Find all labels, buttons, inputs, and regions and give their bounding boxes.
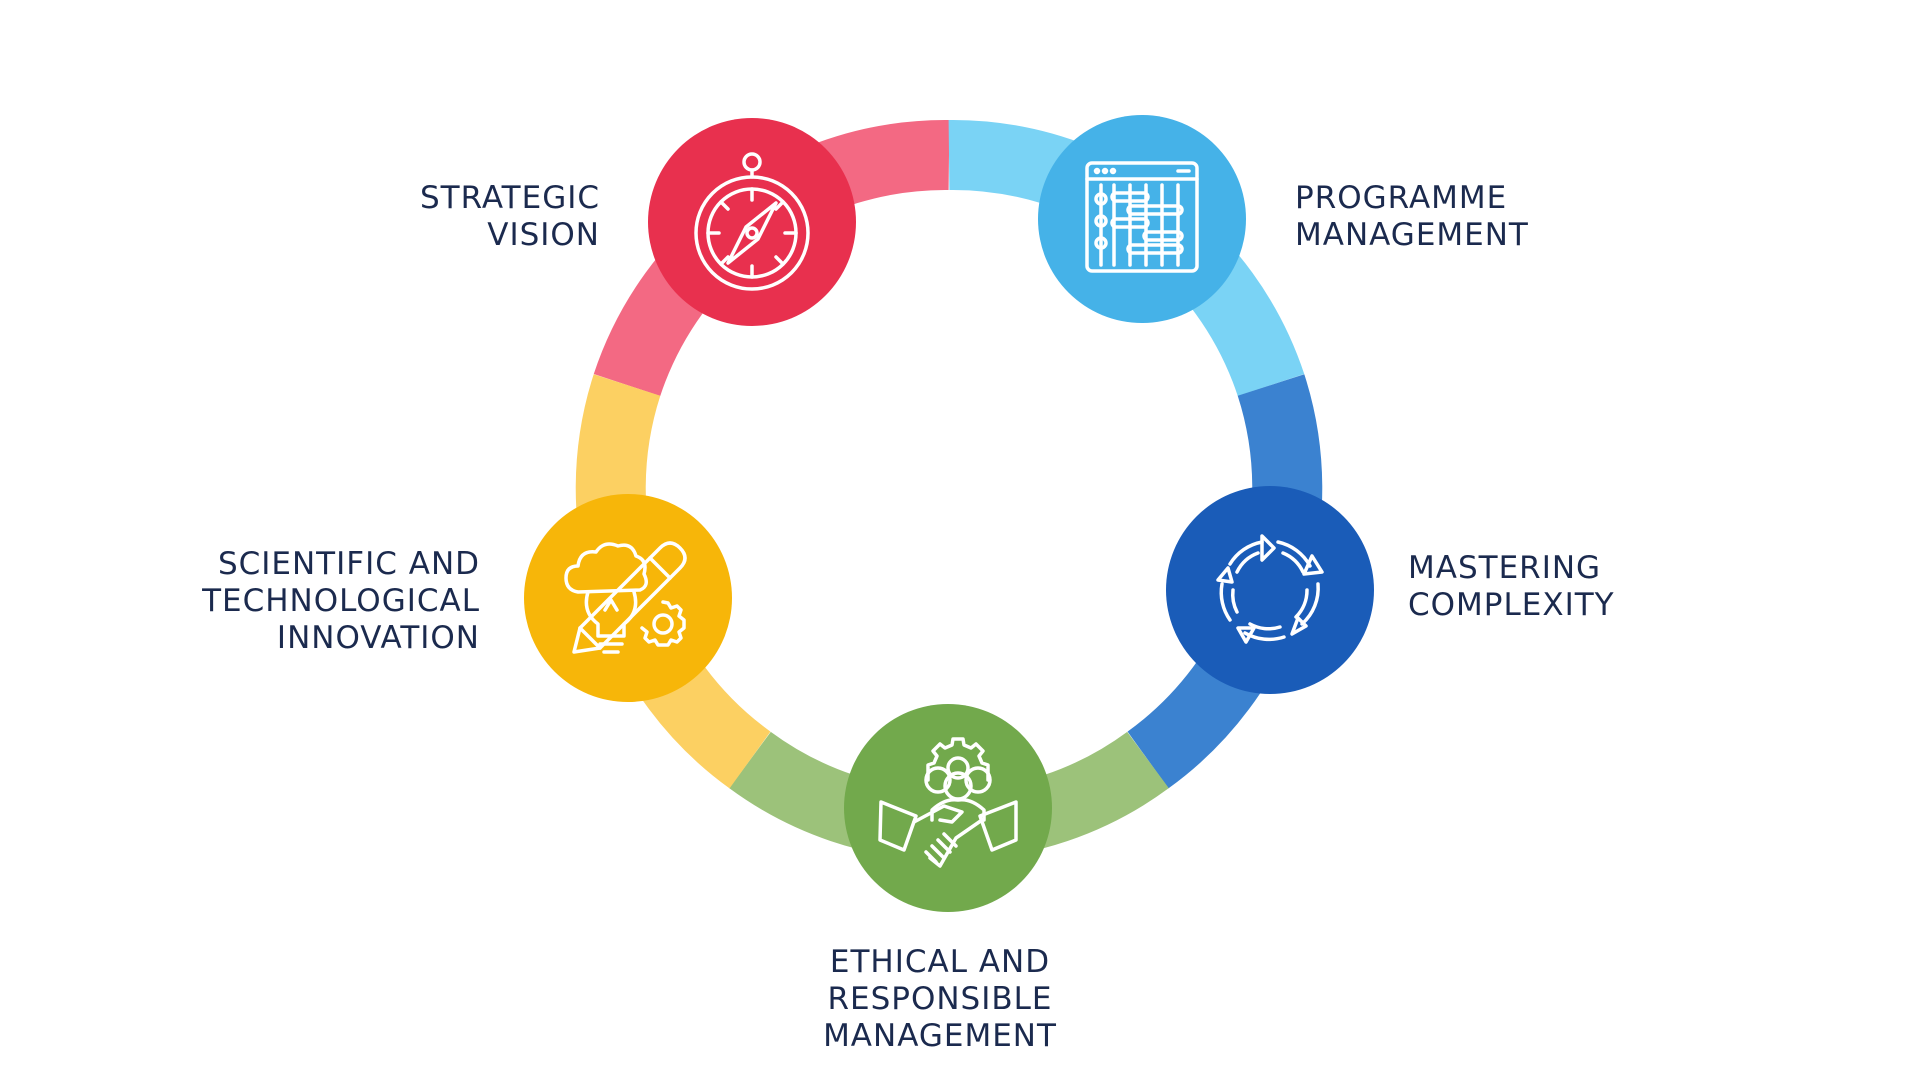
label-strategic-line-1: STRATEGIC xyxy=(419,180,600,216)
label-scientific-line-2: TECHNOLOGICAL xyxy=(202,583,480,619)
node-programme xyxy=(1038,115,1246,323)
lightbulb-pencil-gear-icon xyxy=(564,541,687,654)
label-mastering-complexity: MASTERING COMPLEXITY xyxy=(1408,550,1708,624)
label-mastering-line-1: MASTERING xyxy=(1408,550,1602,586)
node-scientific xyxy=(524,494,732,702)
label-strategic-vision: STRATEGIC VISION xyxy=(380,180,600,254)
label-ethical-management: ETHICAL AND RESPONSIBLE MANAGEMENT xyxy=(790,944,1090,1055)
label-scientific-line-1: SCIENTIFIC AND xyxy=(217,546,480,582)
compass-icon xyxy=(694,152,810,291)
node-mastering-circle xyxy=(1166,486,1374,694)
node-ethical xyxy=(844,704,1052,912)
handshake-team-gear-icon xyxy=(878,737,1018,868)
abacus-window-icon xyxy=(1085,161,1199,273)
node-strategic xyxy=(648,118,856,326)
cycle-arrows-icon xyxy=(1216,534,1324,644)
label-strategic-line-2: VISION xyxy=(487,217,600,253)
label-ethical-line-3: MANAGEMENT xyxy=(823,1018,1057,1054)
node-scientific-circle xyxy=(524,494,732,702)
label-programme-line-2: MANAGEMENT xyxy=(1295,217,1529,253)
label-scientific-innovation: SCIENTIFIC AND TECHNOLOGICAL INNOVATION xyxy=(175,546,480,657)
label-scientific-line-3: INNOVATION xyxy=(276,620,480,656)
label-programme-management: PROGRAMME MANAGEMENT xyxy=(1295,180,1595,254)
node-mastering xyxy=(1166,486,1374,694)
label-ethical-line-2: RESPONSIBLE xyxy=(827,981,1053,1017)
label-ethical-line-1: ETHICAL AND xyxy=(829,944,1051,980)
label-mastering-line-2: COMPLEXITY xyxy=(1408,587,1615,623)
label-programme-line-1: PROGRAMME xyxy=(1295,180,1508,216)
